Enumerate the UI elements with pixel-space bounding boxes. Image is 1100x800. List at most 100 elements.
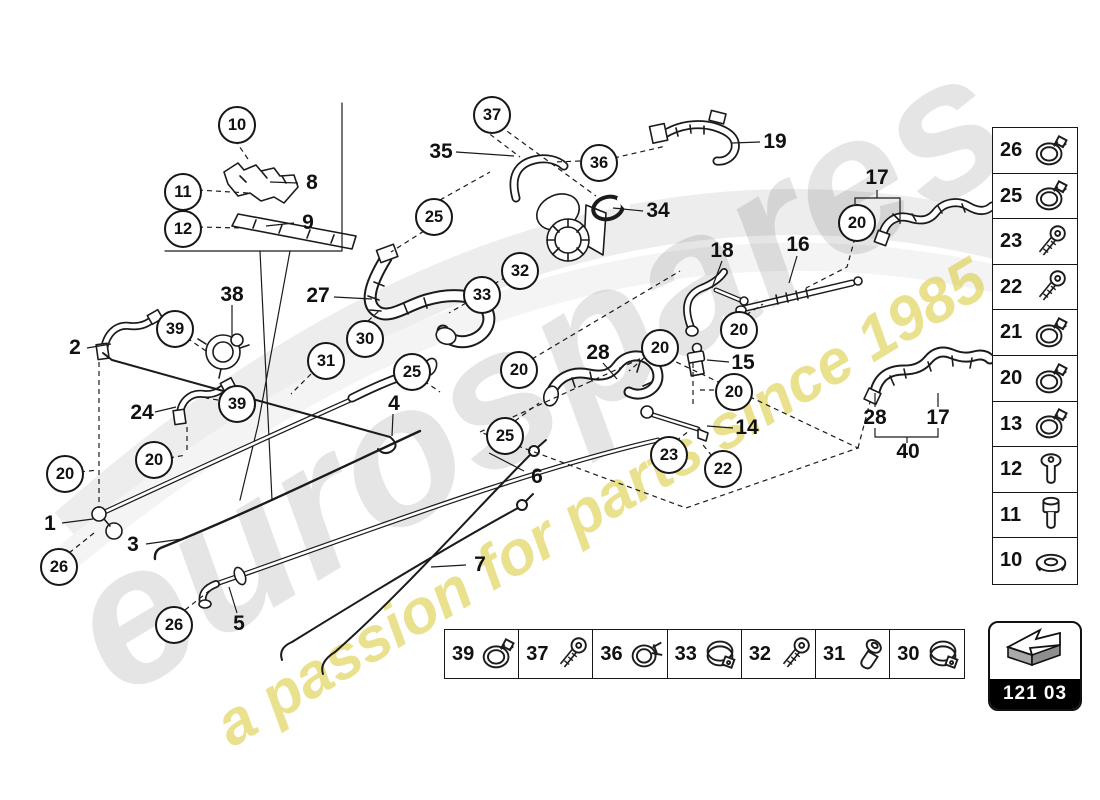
band-clamp-icon [922,633,964,675]
part-6-pipe [321,439,547,675]
part-label-16: 16 [786,233,810,256]
part-number: 12 [1000,458,1023,481]
wire-clamp-icon [625,633,667,675]
screw-icon [551,633,593,675]
clamp-icon [1030,175,1072,217]
back-arrow-icon [990,623,1080,679]
part-number: 11 [1000,503,1022,526]
part-label-15: 15 [731,351,755,374]
washer-icon [1030,540,1072,582]
callout-circle-25: 25 [415,198,453,236]
callout-circle-26: 26 [40,548,78,586]
part-number: 13 [1000,412,1023,435]
callout-circle-12: 12 [164,210,202,248]
part-label-38: 38 [220,283,244,306]
bolt-socket-icon [1030,494,1072,536]
bolt-pan-icon [1030,449,1072,491]
callout-circle-11: 11 [164,173,202,211]
sidebar-part-12: 12 [992,446,1078,494]
solid-leader-lines [61,141,939,614]
callout-circle-37: 37 [473,96,511,134]
part-number: 21 [1000,321,1023,344]
part-label-28: 28 [586,341,610,364]
part-label-40: 40 [896,440,920,463]
callout-circle-23: 23 [650,436,688,474]
callout-circle-26: 26 [155,606,193,644]
sidebar-part-26: 26 [992,127,1078,175]
callout-circle-32: 32 [501,252,539,290]
part-7-pipe [280,493,534,661]
part-40-hose-group [863,346,996,406]
part-label-17: 17 [865,166,889,189]
bushing-icon [848,633,890,675]
part-28-hose [542,350,664,407]
clamp-icon [1030,130,1072,172]
part-number: 23 [1000,230,1023,253]
part-label-2: 2 [69,336,81,359]
callout-circle-10: 10 [218,106,256,144]
part-16-pipe [735,276,863,315]
part-label-35: 35 [429,140,453,163]
part-number: 30 [897,642,920,665]
part-label-27: 27 [306,284,330,307]
leader-frame [164,102,343,501]
part-number: 31 [823,642,846,665]
part-label-8: 8 [306,171,318,194]
part-8-bracket [223,162,299,204]
screw-icon [1030,266,1072,308]
callout-circle-20: 20 [46,455,84,493]
diagram-code-box: 121 03 [988,621,1082,711]
part-label-3: 3 [127,533,139,556]
part-17-hose [873,198,997,247]
part-4-pipe [102,352,397,455]
callout-circle-20: 20 [838,204,876,242]
sidebar-part-20: 20 [992,354,1078,403]
strip-part-30: 30 [889,629,966,679]
part-number: 26 [1000,139,1023,162]
callout-circle-20: 20 [715,373,753,411]
strip-part-31: 31 [815,629,891,679]
part-2-hose [95,308,164,361]
part-38-thermostat [197,333,250,379]
sidebar-part-23: 23 [992,218,1078,266]
sidebar-part-11: 11 [992,491,1078,539]
part-label-6: 6 [531,465,543,488]
part-3-pipe [153,429,422,561]
strip-part-36: 36 [592,629,669,679]
screw-icon [774,633,816,675]
sidebar-part-21: 21 [992,309,1078,357]
dashed-leader-lines [68,125,871,611]
part-label-1: 1 [44,512,56,535]
callout-circle-25: 25 [486,417,524,455]
strip-part-37: 37 [518,629,594,679]
part-5-pipe [198,437,661,609]
clamp-icon [1030,312,1072,354]
part-14-sensor [640,405,709,442]
sidebar-part-13: 13 [992,400,1078,448]
part-label-14: 14 [735,416,759,439]
part-label-4: 4 [388,392,400,415]
part-number: 20 [1000,367,1023,390]
part-label-19: 19 [763,130,787,153]
clamp-icon [1030,403,1072,445]
part-18-hose [683,268,749,337]
part-15-valve [686,342,706,377]
callout-circle-20: 20 [720,311,758,349]
callout-circle-20: 20 [641,329,679,367]
callout-circle-22: 22 [704,450,742,488]
part-label-9: 9 [302,211,314,234]
callout-circle-25: 25 [393,353,431,391]
part-label-24: 24 [130,401,154,424]
part-number: 33 [674,642,697,665]
part-number: 10 [1000,549,1023,572]
clamp-icon [1030,358,1072,400]
part-label-28: 28 [863,406,887,429]
screw-icon [1030,221,1072,263]
part-9-bracket [231,213,357,250]
callout-circle-20: 20 [500,351,538,389]
part-number: 32 [748,642,772,665]
